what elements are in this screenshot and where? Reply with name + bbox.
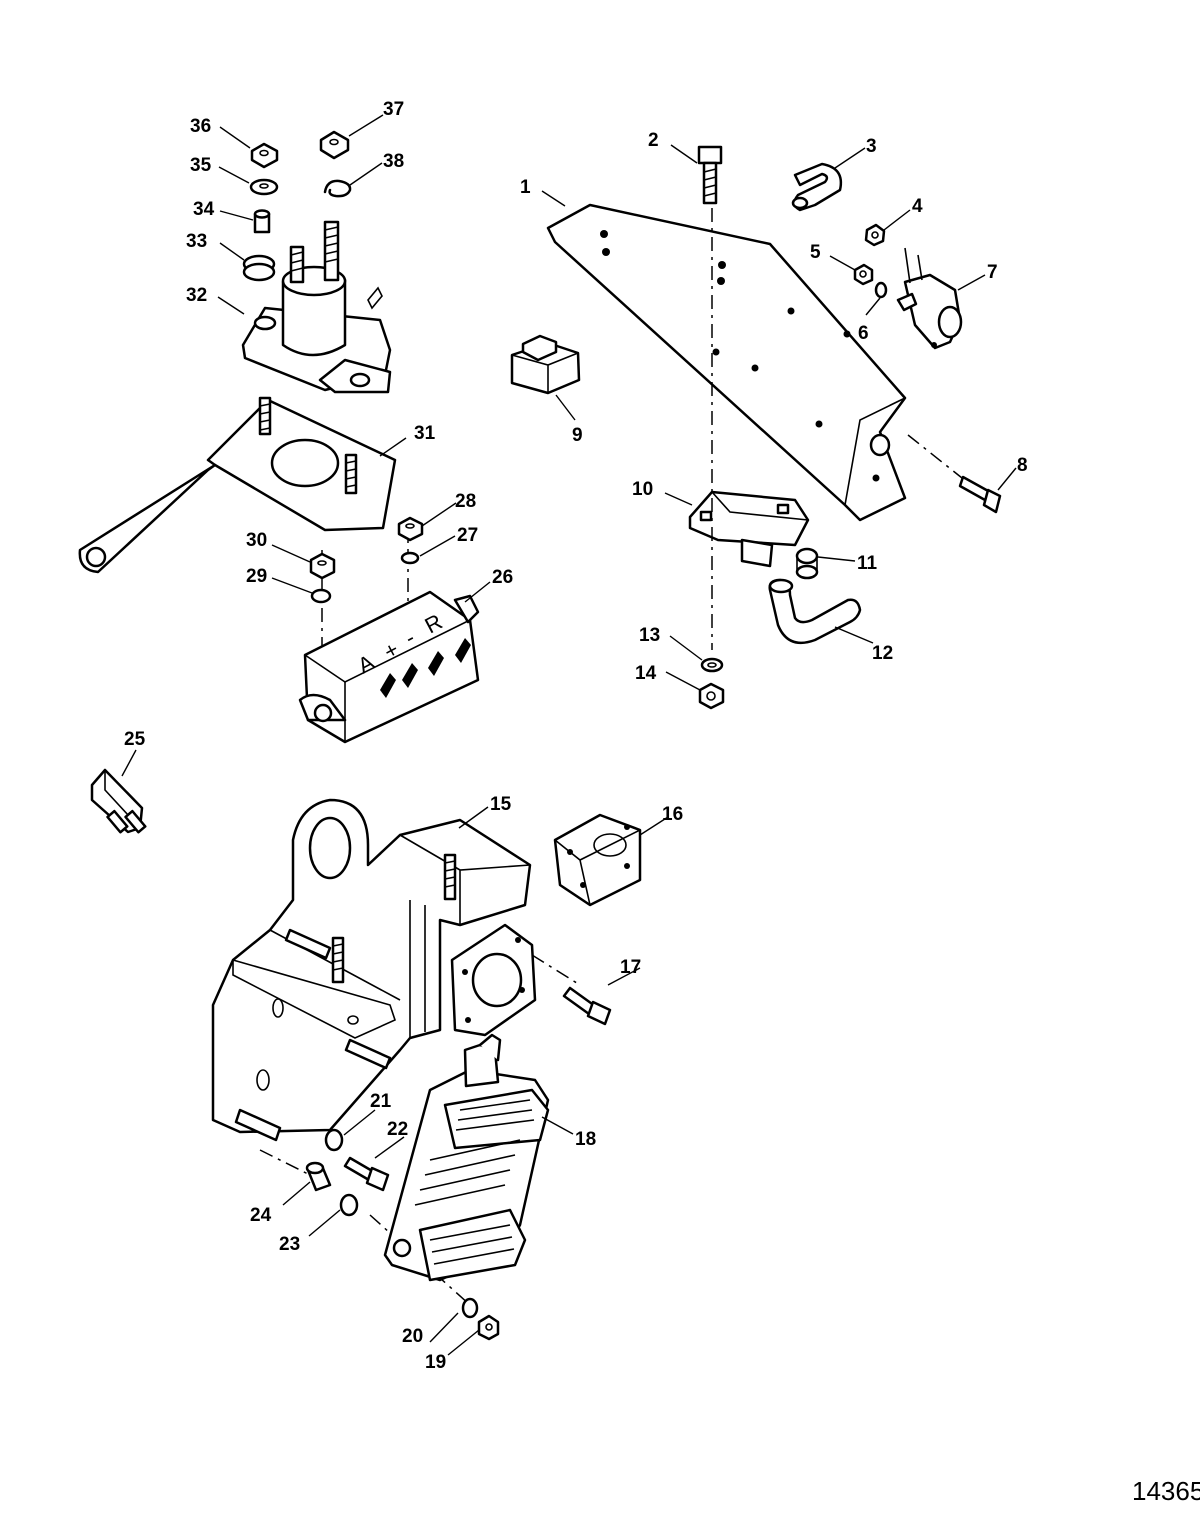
callout-34: 34 [193,199,215,220]
part-35-washer [249,178,279,196]
part-31-bracket [78,396,397,574]
part-20-washer [461,1297,479,1319]
callout-9: 9 [572,425,583,446]
part-34-bushing [253,209,271,234]
callout-37: 37 [383,99,404,120]
part-23-washer [339,1193,359,1217]
callout-8: 8 [1017,455,1028,476]
part-3-clamp [791,162,843,212]
callout-2: 2 [648,130,659,151]
part-12-hose [768,578,862,645]
callout-25: 25 [124,729,146,750]
part-32-solenoid [241,220,392,394]
callout-30: 30 [246,530,267,551]
part-25-fuse [90,768,147,834]
callout-36: 36 [190,116,211,137]
callout-29: 29 [246,566,267,587]
part-9-relay [510,334,581,395]
part-2-bolt [697,145,723,205]
callout-28: 28 [455,491,476,512]
callout-33: 33 [186,231,207,252]
part-30-nut [309,552,336,580]
callout-38: 38 [383,151,404,172]
part-5-washer [853,263,874,286]
callout-22: 22 [387,1119,408,1140]
part-18-ecm [383,1033,550,1282]
diagram-reference-number: 14365 [1132,1476,1200,1506]
part-4-nut [864,223,886,247]
part-11-plug [795,547,819,580]
leader-lines [121,114,1017,1356]
part-1-mounting-bracket [546,203,907,522]
callout-12: 12 [872,643,893,664]
callout-16: 16 [662,804,683,825]
callout-32: 32 [186,285,207,306]
callout-14: 14 [635,663,657,684]
callout-1: 1 [520,177,531,198]
part-15-ecm-bracket [211,798,537,1142]
part-21-washer [324,1128,344,1152]
callout-35: 35 [190,155,212,176]
callout-10: 10 [632,479,653,500]
callout-21: 21 [370,1091,392,1112]
part-27-washer [400,551,420,565]
callout-26: 26 [492,567,513,588]
part-33-grommet [242,254,276,282]
callout-11: 11 [857,553,878,574]
callout-20: 20 [402,1326,423,1347]
part-19-nut [477,1314,500,1341]
part-22-bolt [343,1156,390,1192]
part-8-bolt [958,475,1002,514]
part-16-cover [553,813,642,907]
callout-13: 13 [639,625,660,646]
part-38-lockwasher [323,179,352,198]
part-10-ignition-module [688,490,810,568]
part-26-rectifier: A + - R [298,590,480,744]
part-36-nut [250,142,279,169]
part-7-circuit-breaker [896,247,963,350]
part-14-nut [698,682,725,710]
callout-7: 7 [987,262,998,283]
callout-19: 19 [425,1352,446,1373]
callout-31: 31 [414,423,436,444]
part-28-nut [397,516,424,542]
callout-24: 24 [250,1205,272,1226]
callout-6: 6 [858,323,869,344]
callout-17: 17 [620,957,641,978]
part-17-bolt [562,986,612,1026]
part-29-washer [310,588,332,604]
callout-3: 3 [866,136,877,157]
part-24-spacer [305,1161,332,1192]
part-13-washer [700,657,724,673]
part-6-lockwasher [874,281,888,299]
callout-27: 27 [457,525,478,546]
callout-18: 18 [575,1129,596,1150]
part-37-nut [319,130,350,160]
callout-15: 15 [490,794,512,815]
callout-4: 4 [912,196,923,217]
callout-5: 5 [810,242,821,263]
callout-23: 23 [279,1234,300,1255]
callout-labels: 1 2 3 4 5 6 7 8 9 10 11 12 13 14 15 16 1… [124,99,1028,1373]
